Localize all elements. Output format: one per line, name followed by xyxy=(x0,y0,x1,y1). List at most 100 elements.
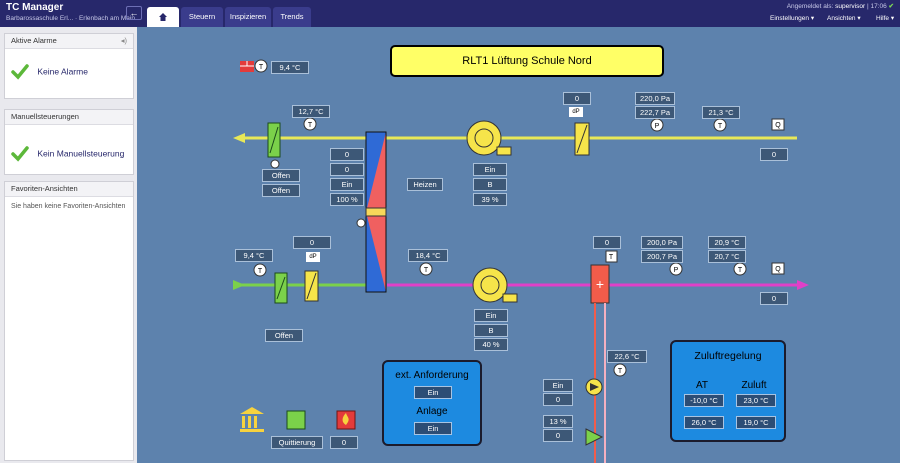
hrc-value-1[interactable]: 0 xyxy=(330,148,364,161)
home-icon xyxy=(159,13,167,21)
user-info: Angemeldet als: supervisor | 17:06 ✔ xyxy=(786,3,894,10)
user-name: supervisor xyxy=(835,3,866,10)
supply-flow[interactable]: 0 xyxy=(760,292,788,305)
check-icon xyxy=(11,146,29,162)
fire-alarm-value[interactable]: 0 xyxy=(330,436,358,449)
sidebar: Aktive Alarme ◂) Keine Alarme Manuellste… xyxy=(0,27,137,463)
zuluft-value-2[interactable]: 19,0 °C xyxy=(736,416,776,429)
plant-title: RLT1 Lüftung Schule Nord xyxy=(390,45,664,77)
tab-inspizieren[interactable]: Inspizieren xyxy=(225,7,271,27)
zuluft-value-1[interactable]: 23,0 °C xyxy=(736,394,776,407)
ext-request-label: ext. Anforderung xyxy=(395,370,469,381)
status-check-icon: ✔ xyxy=(888,3,894,10)
exhaust-filter-dp[interactable]: 0 xyxy=(563,92,591,105)
supply-pressure-set[interactable]: 200,0 Pa xyxy=(641,236,683,249)
exhaust-fan xyxy=(466,120,502,156)
outdoor-wall-icon xyxy=(240,61,254,72)
supply-temp-set[interactable]: 20,9 °C xyxy=(708,236,746,249)
panel-title: Favoriten-Ansichten xyxy=(5,182,133,197)
supply-fan-mode[interactable]: B xyxy=(474,324,508,337)
exhaust-damper-state-2[interactable]: Offen xyxy=(262,184,300,197)
exhaust-fan-state[interactable]: Ein xyxy=(473,163,507,176)
tab-home[interactable] xyxy=(147,7,179,27)
supply-control-box: Zuluftregelung AT Zuluft -10,0 °C 23,0 °… xyxy=(670,340,786,442)
exhaust-flow[interactable]: 0 xyxy=(760,148,788,161)
hrc-value-2[interactable]: 0 xyxy=(330,163,364,176)
supply-temp-actual[interactable]: 20,7 °C xyxy=(708,250,746,263)
circuit-temp[interactable]: 22,6 °C xyxy=(607,350,647,363)
supply-fan xyxy=(472,267,508,303)
chevron-down-icon: ▾ xyxy=(857,15,861,22)
no-manual-text: Kein Manuellsteuerung xyxy=(37,148,125,159)
supply-fan-speed[interactable]: 40 % xyxy=(474,338,508,351)
heater-value[interactable]: 0 xyxy=(593,236,621,249)
heater-coil xyxy=(590,264,610,304)
plant-value[interactable]: Ein xyxy=(414,422,452,435)
exhaust-pressure-actual[interactable]: 222,7 Pa xyxy=(635,106,675,119)
back-button[interactable]: ← xyxy=(126,6,142,20)
hrc-state[interactable]: Ein xyxy=(330,178,364,191)
heat-mode-label: Heizen xyxy=(407,178,443,191)
app-subtitle: Barbarossaschule Erl... · Erlenbach am M… xyxy=(6,15,135,22)
svg-text:T: T xyxy=(258,268,263,275)
dp-icon: dP xyxy=(569,107,583,117)
svg-text:T: T xyxy=(718,123,723,130)
speaker-icon[interactable]: ◂) xyxy=(120,36,127,45)
svg-text:P: P xyxy=(655,123,660,130)
at-label: AT xyxy=(695,380,709,391)
valve xyxy=(585,428,604,446)
svg-text:Q: Q xyxy=(775,266,781,273)
valve-value[interactable]: 0 xyxy=(543,429,573,442)
supply-pressure-actual[interactable]: 200,7 Pa xyxy=(641,250,683,263)
clock: 17:06 xyxy=(870,3,887,10)
check-icon xyxy=(11,64,29,80)
exhaust-pressure-set[interactable]: 220,0 Pa xyxy=(635,92,675,105)
exhaust-temp-left[interactable]: 12,7 °C xyxy=(292,105,330,118)
no-alarms-text: Keine Alarme xyxy=(37,66,88,77)
supply-fan-state[interactable]: Ein xyxy=(474,309,508,322)
pump-value[interactable]: 0 xyxy=(543,393,573,406)
exhaust-fan-speed[interactable]: 39 % xyxy=(473,193,507,206)
svg-text:T: T xyxy=(424,267,429,274)
arrow-left-icon: ← xyxy=(129,8,139,18)
tab-steuern[interactable]: Steuern xyxy=(181,7,223,27)
at-value-2[interactable]: 26,0 °C xyxy=(684,416,724,429)
chevron-down-icon: ▾ xyxy=(890,15,895,22)
exhaust-fan-mode[interactable]: B xyxy=(473,178,507,191)
active-alarms-panel: Aktive Alarme ◂) Keine Alarme xyxy=(4,33,134,99)
arrow-right-icon xyxy=(233,280,245,290)
ext-request-value[interactable]: Ein xyxy=(414,386,452,399)
valve-percent[interactable]: 13 % xyxy=(543,415,573,428)
top-bar: TC Manager Barbarossaschule Erl... · Erl… xyxy=(0,0,900,27)
exhaust-damper-state-1[interactable]: Offen xyxy=(262,169,300,182)
menu-settings[interactable]: Einstellungen ▾ xyxy=(770,15,815,22)
svg-text:T: T xyxy=(609,254,614,261)
outdoor-temp-value[interactable]: 9,4 °C xyxy=(271,61,309,74)
pump-state[interactable]: Ein xyxy=(543,379,573,392)
arrow-left-icon xyxy=(233,133,245,143)
supply-damper-state[interactable]: Offen xyxy=(265,329,303,342)
plant-label: Anlage xyxy=(416,406,448,417)
no-favorites-text: Sie haben keine Favoriten-Ansichten xyxy=(11,203,126,210)
supply-control-title: Zuluftregelung xyxy=(694,350,762,362)
hrc-percent[interactable]: 100 % xyxy=(330,193,364,206)
supply-temp-after-hrc[interactable]: 18,4 °C xyxy=(408,249,448,262)
svg-text:P: P xyxy=(674,267,679,274)
acknowledge-button[interactable]: Quittierung xyxy=(271,436,323,449)
external-request-box: ext. Anforderung Ein Anlage Ein xyxy=(382,360,482,446)
menu-help[interactable]: Hilfe ▾ xyxy=(876,15,895,22)
supply-filter-dp[interactable]: 0 xyxy=(293,236,331,249)
supply-temp-left[interactable]: 9,4 °C xyxy=(235,249,273,262)
chevron-down-icon: ▾ xyxy=(810,15,815,22)
svg-text:+: + xyxy=(596,276,604,292)
building-icon xyxy=(240,407,264,432)
at-value-1[interactable]: -10,0 °C xyxy=(684,394,724,407)
tab-trends[interactable]: Trends xyxy=(273,7,311,27)
manual-controls-panel: Manuellsteuerungen Kein Manuellsteuerung xyxy=(4,109,134,175)
plant-diagram: + T T P T Q T T T P T Q T xyxy=(137,27,900,463)
exhaust-temp-right[interactable]: 21,3 °C xyxy=(702,106,740,119)
svg-text:T: T xyxy=(308,122,313,129)
favorites-panel: Favoriten-Ansichten Sie haben keine Favo… xyxy=(4,181,134,461)
svg-text:Q: Q xyxy=(775,122,781,129)
menu-views[interactable]: Ansichten ▾ xyxy=(827,15,861,22)
